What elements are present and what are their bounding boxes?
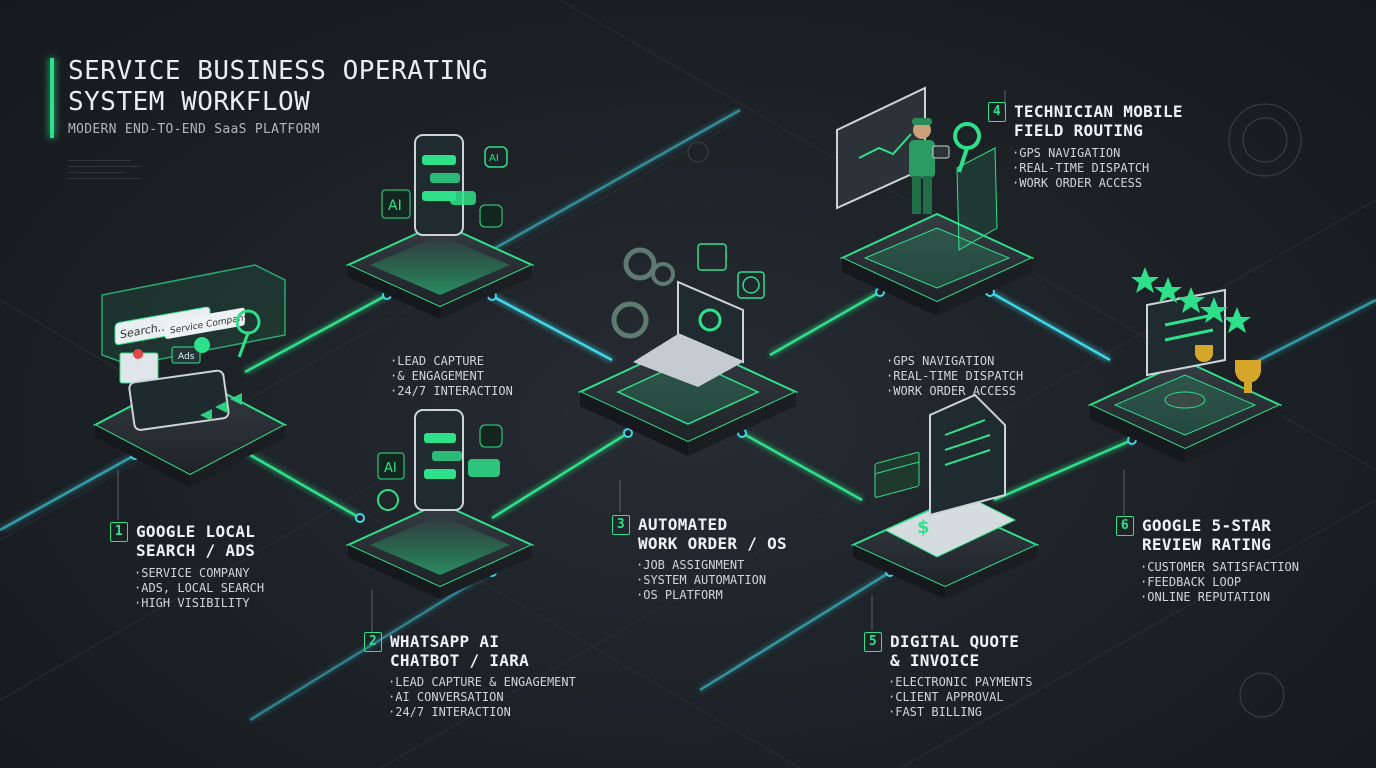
list-item: WORK ORDER ACCESS — [886, 384, 1023, 399]
star-icon — [1131, 267, 1251, 333]
chat-bubble-icon — [450, 191, 476, 205]
list-item: & ENGAGEMENT — [390, 369, 513, 384]
list-item: FAST BILLING — [888, 705, 1033, 720]
gear-icon — [623, 247, 657, 281]
platform-review — [1087, 267, 1283, 463]
gear-icon — [651, 262, 675, 286]
clock-icon — [742, 276, 760, 294]
location-pin-icon — [235, 309, 261, 358]
link-2b-3 — [491, 431, 629, 520]
glowing-links — [0, 108, 1376, 722]
map-pin-icon — [953, 122, 982, 173]
list-item: GPS NAVIGATION — [886, 354, 1023, 369]
svg-text:AI: AI — [489, 153, 499, 164]
list-item: WORK ORDER ACCESS — [1012, 176, 1149, 191]
trophy-icon — [1235, 360, 1261, 383]
link-out-left — [0, 453, 136, 532]
list-item: ELECTRONIC PAYMENTS — [888, 675, 1032, 690]
list-item: ADS, LOCAL SEARCH — [134, 581, 264, 596]
list-item: LEAD CAPTURE — [390, 354, 513, 369]
step-1-bullets: SERVICE COMPANYADS, LOCAL SEARCHHIGH VIS… — [134, 566, 264, 611]
link-out-bottom2 — [249, 570, 491, 722]
list-item: REAL-TIME DISPATCH — [886, 369, 1023, 384]
link-out-right — [1239, 298, 1376, 372]
platform-whatsapp-top: AI AI — [345, 134, 535, 319]
link-4-6 — [989, 290, 1111, 362]
link-out-top — [491, 108, 741, 252]
list-item: AI CONVERSATION — [388, 690, 576, 705]
link-2-3 — [491, 294, 613, 362]
money-icon — [874, 451, 920, 498]
step-number-badge: 4 — [988, 102, 1006, 122]
svg-text:AI: AI — [384, 461, 397, 476]
smartphone-icon — [414, 134, 464, 236]
list-item: JOB ASSIGNMENT — [636, 558, 766, 573]
list-item: CLIENT APPROVAL — [888, 690, 1033, 705]
step-2-bullets: LEAD CAPTURE & ENGAGEMENTAI CONVERSATION… — [388, 675, 576, 720]
ai-chip-icon: AI — [388, 198, 402, 214]
calendar-icon — [697, 243, 727, 271]
title-accent-bar — [50, 58, 54, 138]
robot-icon — [479, 204, 503, 228]
platform-invoice: $ — [850, 393, 1040, 599]
list-item: LEAD CAPTURE & ENGAGEMENT — [388, 675, 576, 690]
step-6-bullets: CUSTOMER SATISFACTIONFEEDBACK LOOPONLINE… — [1140, 560, 1299, 605]
list-item: 24/7 INTERACTION — [388, 705, 576, 720]
gear-icon — [611, 301, 649, 339]
step-4-bullets: GPS NAVIGATIONREAL-TIME DISPATCHWORK ORD… — [1012, 146, 1149, 191]
step-number-badge: 2 — [364, 632, 382, 652]
list-item: ONLINE REPUTATION — [1140, 590, 1299, 605]
step-5-bullets: ELECTRONIC PAYMENTSCLIENT APPROVALFAST B… — [888, 675, 1033, 720]
list-item: 24/7 INTERACTION — [390, 384, 513, 399]
list-item: HIGH VISIBILITY — [134, 596, 264, 611]
floating-note-routing: GPS NAVIGATIONREAL-TIME DISPATCHWORK ORD… — [886, 354, 1023, 399]
dollar-icon: $ — [917, 517, 930, 538]
hud-decoration — [687, 103, 1302, 718]
link-5-6 — [993, 438, 1133, 502]
chat-bubble-icon — [468, 459, 500, 477]
step-number-badge: 6 — [1116, 516, 1134, 536]
link-3-4 — [769, 290, 881, 357]
list-item: SERVICE COMPANY — [134, 566, 264, 581]
robot-icon — [479, 424, 503, 448]
platform-technician — [836, 86, 1035, 316]
link-1-2 — [244, 293, 388, 374]
link-out-bottom5 — [699, 570, 891, 692]
list-item: OS PLATFORM — [636, 588, 766, 603]
step-number-badge: 1 — [110, 522, 128, 542]
decorative-code-block: ────────────────────────── ─────────────… — [68, 158, 141, 181]
list-item: GPS NAVIGATION — [1012, 146, 1149, 161]
link-3-5 — [741, 431, 863, 502]
map-pin-icon — [133, 349, 144, 369]
list-item: CUSTOMER SATISFACTION — [1140, 560, 1299, 575]
list-item: SYSTEM AUTOMATION — [636, 573, 766, 588]
step-3-bullets: JOB ASSIGNMENTSYSTEM AUTOMATIONOS PLATFO… — [636, 558, 766, 603]
svg-text:Ads: Ads — [178, 352, 195, 362]
leader-lines — [117, 90, 1125, 632]
technician-icon — [909, 118, 950, 214]
step-number-badge: 3 — [612, 515, 630, 535]
page-subtitle: MODERN END-TO-END SaaS PLATFORM — [68, 122, 320, 137]
floating-note-chatbot: LEAD CAPTURE& ENGAGEMENT24/7 INTERACTION — [390, 354, 513, 399]
platform-work-order — [577, 243, 799, 456]
page-title: SERVICE BUSINESS OPERATING SYSTEM WORKFL… — [68, 56, 488, 117]
list-item: REAL-TIME DISPATCH — [1012, 161, 1149, 176]
step-number-badge: 5 — [864, 632, 882, 652]
list-item: FEEDBACK LOOP — [1140, 575, 1299, 590]
platform-google-search: Search... Service Company Ads — [92, 264, 288, 487]
platform-whatsapp-bottom: AI — [345, 409, 535, 599]
link-1-2b — [244, 450, 361, 520]
invoice-icon — [929, 393, 1006, 517]
